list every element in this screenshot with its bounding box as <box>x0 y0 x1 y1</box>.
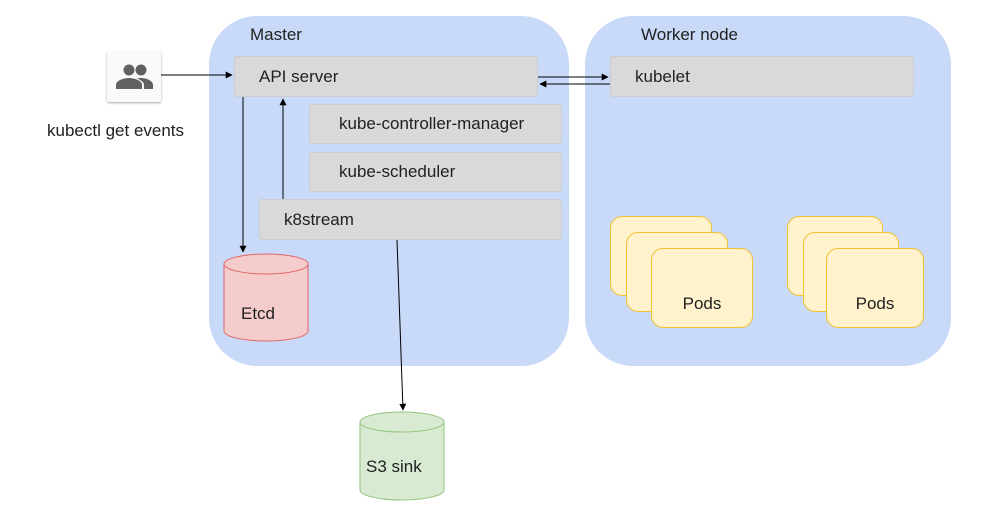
s3-sink-label: S3 sink <box>366 457 422 476</box>
kubelet-box: kubelet <box>610 56 914 97</box>
k8stream-to-sink-arrow <box>396 239 407 411</box>
client-icon-tile <box>107 51 161 102</box>
etcd-cylinder <box>223 253 309 342</box>
kube-controller-manager-box: kube-controller-manager <box>309 104 562 144</box>
master-title: Master <box>250 25 302 44</box>
pods-right-card: Pods <box>826 248 924 328</box>
kube-scheduler-box: kube-scheduler <box>309 152 562 192</box>
users-icon <box>116 64 153 89</box>
etcd-label: Etcd <box>241 304 276 323</box>
s3-sink-cylinder <box>359 411 445 501</box>
pods-left-card: Pods <box>651 248 753 328</box>
client-caption: kubectl get events <box>47 121 185 140</box>
worker-node-title: Worker node <box>641 25 739 44</box>
k8stream-box: k8stream <box>259 199 562 240</box>
api-server-box: API server <box>234 56 538 97</box>
